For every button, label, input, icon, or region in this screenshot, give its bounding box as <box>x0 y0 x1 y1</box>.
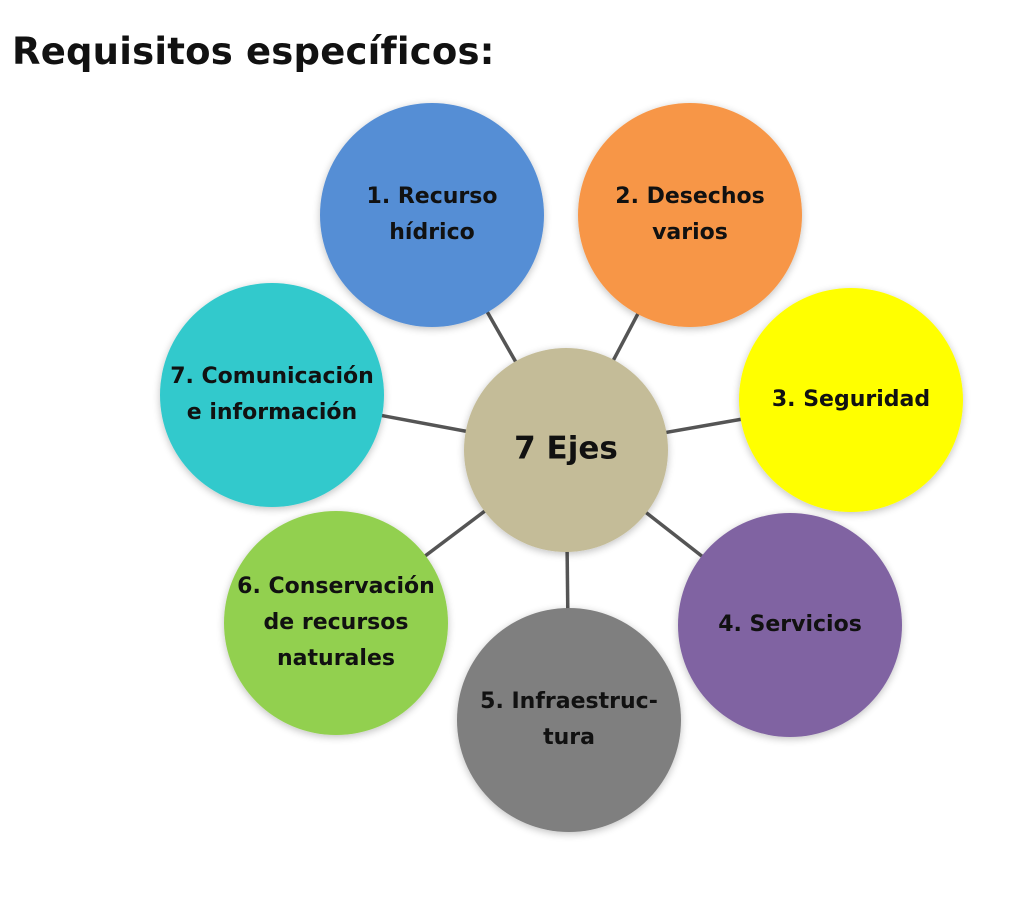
axis-node-circle-4 <box>678 513 902 737</box>
center-label: 7 Ejes <box>514 431 618 467</box>
axis-node-label: naturales <box>277 646 395 671</box>
center-circle <box>464 348 668 552</box>
page-title: Requisitos específicos: <box>12 30 495 73</box>
axis-node-label: 6. Conservación <box>237 574 435 599</box>
axis-node-label: 3. Seguridad <box>772 387 930 412</box>
axis-node-circle-1 <box>320 103 544 327</box>
axis-node-circle-2 <box>578 103 802 327</box>
axis-node-6: 6. Conservación de recursos naturales <box>224 511 448 735</box>
axis-node-4: 4. Servicios <box>678 513 902 737</box>
axis-node-circle-3 <box>739 288 963 512</box>
axis-node-circle-5 <box>457 608 681 832</box>
axis-node-label: de recursos <box>264 610 409 635</box>
axis-node-1: 1. Recurso hídrico <box>320 103 544 327</box>
axis-node-circle-7 <box>160 283 384 507</box>
axis-node-label: 4. Servicios <box>718 612 862 637</box>
axis-node-label: 5. Infraestruc- <box>480 689 658 714</box>
axis-node-label: 1. Recurso <box>367 184 498 209</box>
axis-node-label: varios <box>652 220 728 245</box>
axis-node-label: 2. Desechos <box>615 184 764 209</box>
axis-node-label: e información <box>187 400 357 425</box>
axis-node-3: 3. Seguridad <box>739 288 963 512</box>
outer-nodes: 1. Recurso hídrico 2. Desechos varios 3. Seg… <box>160 103 963 832</box>
axis-node-label: tura <box>543 725 595 750</box>
axis-node-circle-6 <box>224 511 448 735</box>
axis-node-7: 7. Comunicación e información <box>160 283 384 507</box>
axis-node-2: 2. Desechos varios <box>578 103 802 327</box>
axis-node-label: hídrico <box>389 220 475 245</box>
axis-node-5: 5. Infraestruc-tura <box>457 608 681 832</box>
axis-node-label: 7. Comunicación <box>170 364 374 389</box>
center-node: 7 Ejes <box>464 348 668 552</box>
